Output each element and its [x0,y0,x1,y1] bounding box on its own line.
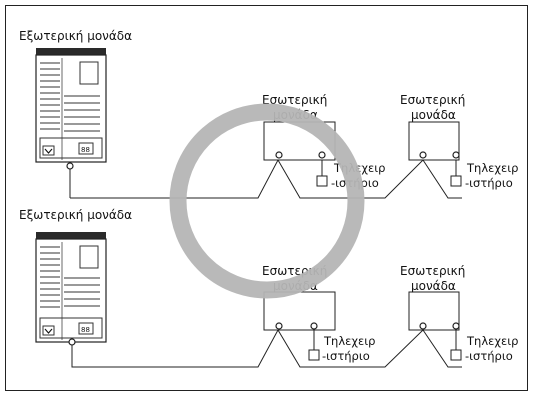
indoor-unit-label: Εσωτερική [400,93,465,107]
remote-controller-icon [450,175,462,187]
remote-controller-icon [316,175,328,187]
remote-label: Τηλεχειρ [466,161,518,175]
remote-label-2: -ιστήριο [465,176,513,190]
indoor-unit-label-2: μονάδα [411,279,456,293]
outdoor-unit-icon: 88 [35,48,107,163]
indoor-unit-label: Εσωτερική [400,264,465,278]
outdoor-unit-icon: 88 [35,232,107,343]
svg-text:88: 88 [81,146,90,154]
svg-text:88: 88 [81,326,90,334]
remote-label-2: -ιστήριο [465,349,513,363]
remote-controller-icon [450,349,462,361]
diagram-frame [5,5,528,391]
remote-label: Τηλεχειρ [323,334,375,348]
indoor-unit-label-2: μονάδα [411,108,456,122]
prohibited-ring-icon [169,103,365,299]
outdoor-unit-label: Εξωτερική μονάδα [19,29,132,43]
indoor-unit-label: Εσωτερική [262,93,327,107]
indoor-unit-top-2: Εσωτερική μονάδα Τηλεχειρ -ιστήριο [400,93,518,190]
outdoor-unit-label: Εξωτερική μονάδα [19,208,132,222]
remote-label-2: -ιστήριο [322,349,370,363]
remote-label: Τηλεχειρ [466,334,518,348]
remote-controller-icon [308,349,320,361]
indoor-unit-bottom-2: Εσωτερική μονάδα Τηλεχειρ -ιστήριο [400,264,518,363]
